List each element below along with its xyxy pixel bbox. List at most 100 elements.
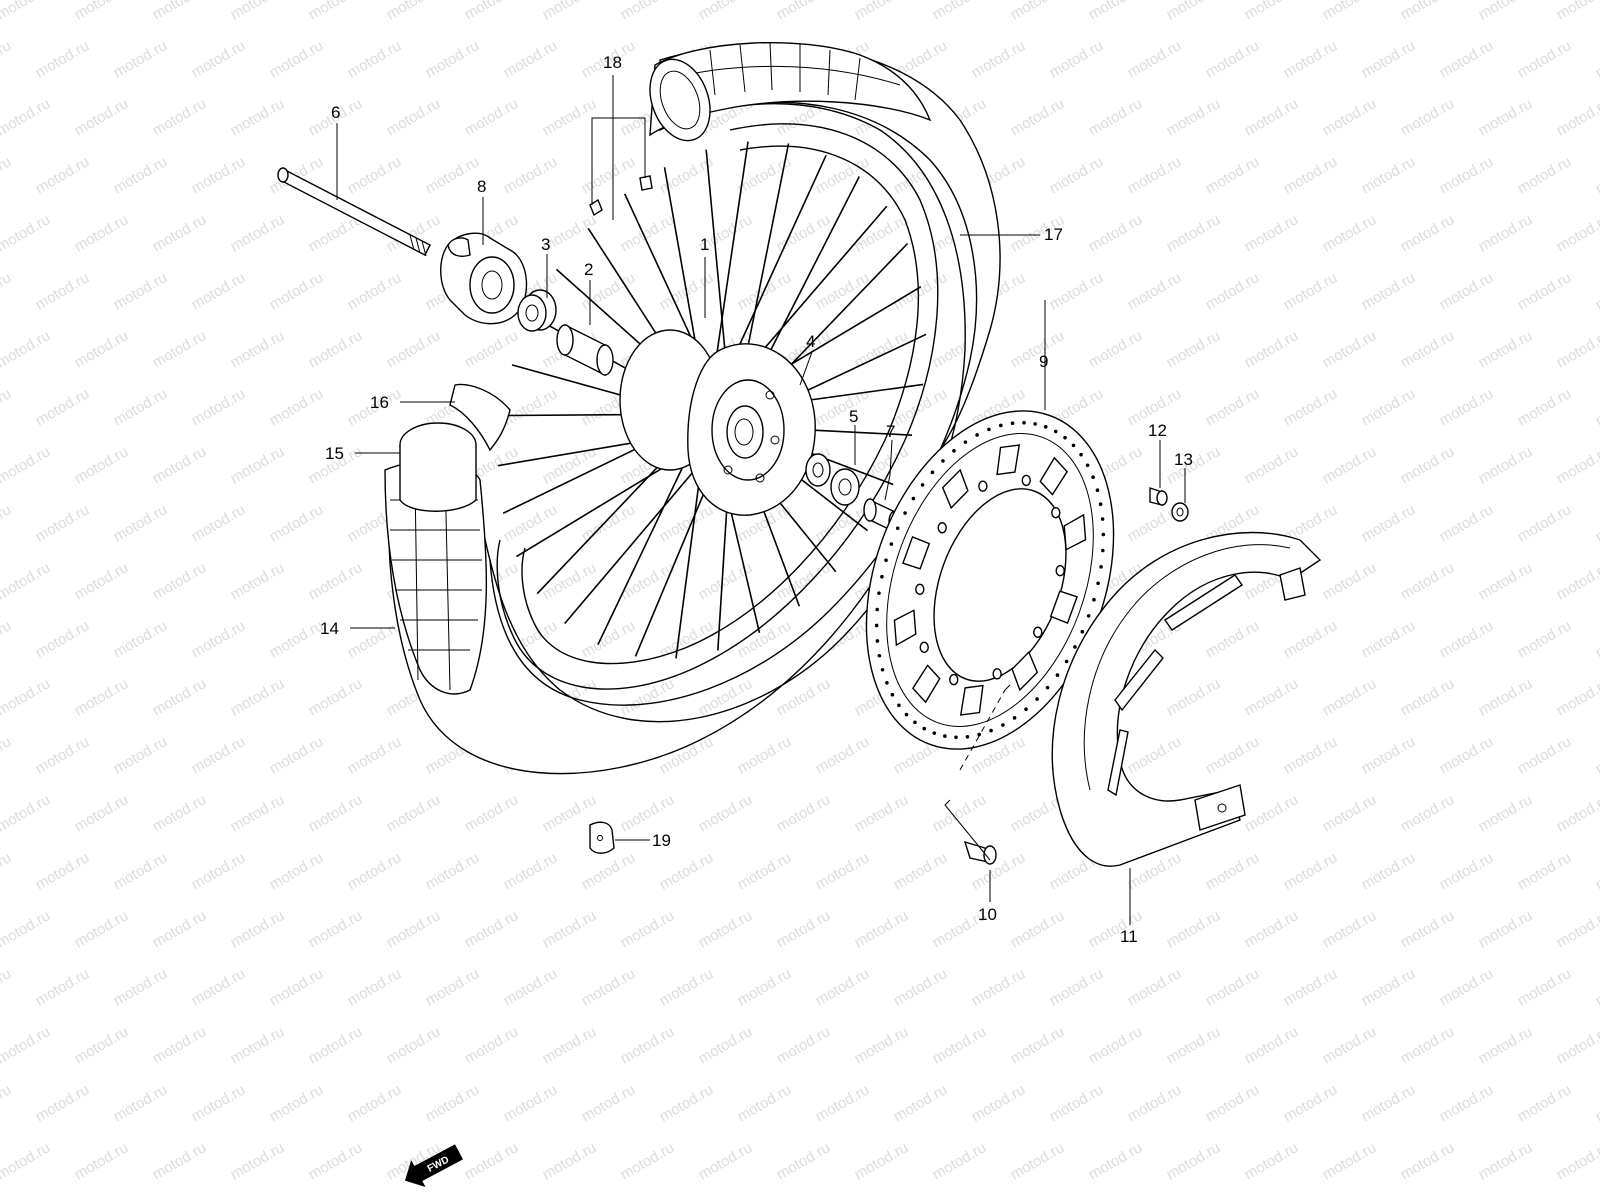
watermark-text: motod.ru: [1125, 1081, 1185, 1125]
watermark-text: motod.ru: [1437, 385, 1497, 429]
watermark-text: motod.ru: [111, 965, 171, 1009]
watermark-text: motod.ru: [150, 559, 210, 603]
watermark-text: motod.ru: [33, 965, 93, 1009]
watermark-text: motod.ru: [1554, 1139, 1600, 1183]
watermark-text: motod.ru: [1476, 1023, 1536, 1067]
watermark-text: motod.ru: [1398, 211, 1458, 255]
watermark-text: motod.ru: [1554, 327, 1600, 371]
watermark-text: motod.ru: [150, 0, 210, 23]
disc-drill-hole: [1063, 435, 1067, 440]
watermark-text: motod.ru: [111, 37, 171, 81]
watermark-text: motod.ru: [228, 791, 288, 835]
watermark-text: motod.ru: [1320, 559, 1380, 603]
watermark-text: motod.ru: [969, 965, 1029, 1009]
watermark-text: motod.ru: [813, 733, 873, 777]
callout-11: 11: [1120, 927, 1138, 946]
watermark-text: motod.ru: [345, 1081, 405, 1125]
watermark-text: motod.ru: [696, 1139, 756, 1183]
tread-top: [649, 41, 932, 142]
watermark-text: motod.ru: [930, 1139, 990, 1183]
watermark-text: motod.ru: [0, 965, 14, 1009]
watermark-text: motod.ru: [1281, 269, 1341, 313]
watermark-text: motod.ru: [1242, 907, 1302, 951]
watermark-text: motod.ru: [1008, 0, 1068, 23]
watermark-text: motod.ru: [852, 907, 912, 951]
watermark-text: motod.ru: [33, 153, 93, 197]
watermark-text: motod.ru: [462, 95, 522, 139]
watermark-text: motod.ru: [345, 617, 405, 661]
disc-drill-hole: [1001, 723, 1005, 727]
disc-drill-hole: [954, 735, 958, 740]
watermark-text: motod.ru: [1203, 385, 1263, 429]
watermark-text: motod.ru: [1281, 965, 1341, 1009]
watermark-text: motod.ru: [774, 791, 834, 835]
watermark-text: motod.ru: [579, 965, 639, 1009]
watermark-text: motod.ru: [1515, 385, 1575, 429]
watermark-text: motod.ru: [150, 1139, 210, 1183]
disc-drill-hole: [1091, 475, 1095, 479]
disc-bolt-hole: [937, 522, 947, 534]
disc-drill-hole: [911, 496, 916, 501]
callout-19: 19: [652, 831, 671, 850]
watermark-text: motod.ru: [33, 269, 93, 313]
watermark-text: motod.ru: [1164, 95, 1224, 139]
disc-bolt-hole: [1021, 474, 1031, 487]
watermark-text: motod.ru: [0, 1081, 14, 1125]
watermark-text: motod.ru: [1203, 733, 1263, 777]
watermark-text: motod.ru: [579, 849, 639, 893]
watermark-text: motod.ru: [1554, 791, 1600, 835]
front-axle: [277, 167, 431, 257]
watermark-text: motod.ru: [189, 965, 249, 1009]
watermark-text: motod.ru: [228, 95, 288, 139]
disc-carrier-slot: [1049, 590, 1078, 624]
watermark-text: motod.ru: [228, 1023, 288, 1067]
watermark-text: motod.ru: [72, 327, 132, 371]
disc-drill-hole: [874, 623, 879, 628]
watermark-text: motod.ru: [1593, 153, 1600, 197]
watermark-text: motod.ru: [1242, 211, 1302, 255]
watermark-text: motod.ru: [657, 849, 717, 893]
watermark-text: motod.ru: [1203, 965, 1263, 1009]
watermark-text: motod.ru: [1164, 675, 1224, 719]
watermark-text: motod.ru: [1359, 37, 1419, 81]
watermark-text: motod.ru: [1281, 1081, 1341, 1125]
watermark-text: motod.ru: [150, 675, 210, 719]
disc-bolt-hole: [919, 641, 929, 654]
watermark-text: motod.ru: [1164, 0, 1224, 23]
watermark-text: motod.ru: [852, 1023, 912, 1067]
watermark-text: motod.ru: [969, 1081, 1029, 1125]
watermark-text: motod.ru: [618, 675, 678, 719]
watermark-text: motod.ru: [1476, 327, 1536, 371]
watermark-text: motod.ru: [1086, 1139, 1146, 1183]
watermark-text: motod.ru: [1320, 791, 1380, 835]
disc-drill-hole: [904, 712, 909, 717]
watermark-text: motod.ru: [1476, 559, 1536, 603]
watermark-text: motod.ru: [33, 849, 93, 893]
watermark-text: motod.ru: [1515, 733, 1575, 777]
disc-carrier-slot: [912, 664, 941, 704]
watermark-text: motod.ru: [813, 501, 873, 545]
callout-16: 16: [370, 393, 389, 412]
watermark-text: motod.ru: [267, 37, 327, 81]
watermark-text: motod.ru: [1437, 733, 1497, 777]
callout-9: 9: [1039, 352, 1048, 371]
watermark-text: motod.ru: [33, 617, 93, 661]
watermark-text: motod.ru: [1203, 153, 1263, 197]
watermark-text: motod.ru: [579, 1081, 639, 1125]
watermark-text: motod.ru: [1008, 327, 1068, 371]
brake-disc: [865, 410, 1115, 750]
watermark-text: motod.ru: [306, 907, 366, 951]
watermark-text: motod.ru: [501, 153, 561, 197]
watermark-text: motod.ru: [1320, 443, 1380, 487]
disc-carrier-slot: [996, 444, 1021, 476]
speedometer-gearbox: [440, 232, 528, 325]
watermark-text: motod.ru: [696, 559, 756, 603]
watermark-text: motod.ru: [189, 1081, 249, 1125]
callout-10: 10: [978, 905, 997, 924]
watermark-text: motod.ru: [72, 1023, 132, 1067]
disc-drill-hole: [952, 449, 956, 453]
watermark-text: motod.ru: [0, 95, 53, 139]
watermark-text: motod.ru: [1086, 327, 1146, 371]
watermark-text: motod.ru: [462, 1139, 522, 1183]
watermark-text: motod.ru: [1476, 907, 1536, 951]
